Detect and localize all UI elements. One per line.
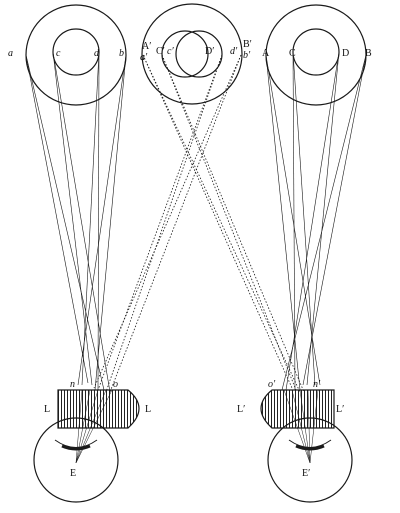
label-middle-A: A′ <box>142 41 151 52</box>
label-right-B: B <box>365 48 372 59</box>
right-lens-converging-rays <box>283 389 319 464</box>
middle-inner-circle-left <box>161 30 209 78</box>
label-left-d: d <box>94 48 100 59</box>
label-left-b: b <box>119 48 124 59</box>
label-right-n: n′ <box>313 379 321 390</box>
label-left-L1: L <box>44 404 50 415</box>
label-middle-d: d′ <box>230 46 238 57</box>
label-right-L2: L′ <box>336 404 344 415</box>
right-outer-circle <box>265 4 367 106</box>
right-lens <box>260 389 335 429</box>
label-right-D: D <box>342 48 349 59</box>
right-inner-circle <box>292 28 340 76</box>
dotted-crossing-rays <box>93 54 305 393</box>
label-right-L1: L′ <box>237 404 245 415</box>
left-eyeball <box>33 417 119 503</box>
label-middle-D: D′ <box>205 46 214 57</box>
label-right-C: C <box>289 48 296 59</box>
label-right-o: o′ <box>268 379 276 390</box>
label-left-a: a <box>8 48 13 59</box>
middle-inner-circle-right <box>175 30 223 78</box>
label-middle-B: B′ <box>243 39 252 50</box>
middle-outer-circle <box>141 3 243 105</box>
label-eye-right: E′ <box>302 468 310 479</box>
label-middle-a: a′ <box>140 52 148 63</box>
label-middle-C: C′ <box>156 46 165 57</box>
right-eyeball <box>267 417 353 503</box>
label-right-A: A <box>262 48 270 59</box>
left-solid-rays <box>25 51 127 393</box>
label-left-n: n <box>70 379 75 390</box>
label-eye-left: E <box>70 468 76 479</box>
label-left-c: c <box>56 48 61 59</box>
left-lens <box>57 389 140 429</box>
right-solid-rays <box>265 51 367 391</box>
label-left-o: o <box>113 379 118 390</box>
label-middle-c: c′ <box>167 46 174 57</box>
label-left-L2: L <box>145 404 151 415</box>
left-lens-converging-rays <box>75 389 113 464</box>
left-outer-circle <box>25 4 127 106</box>
label-middle-b: b′ <box>243 50 251 61</box>
